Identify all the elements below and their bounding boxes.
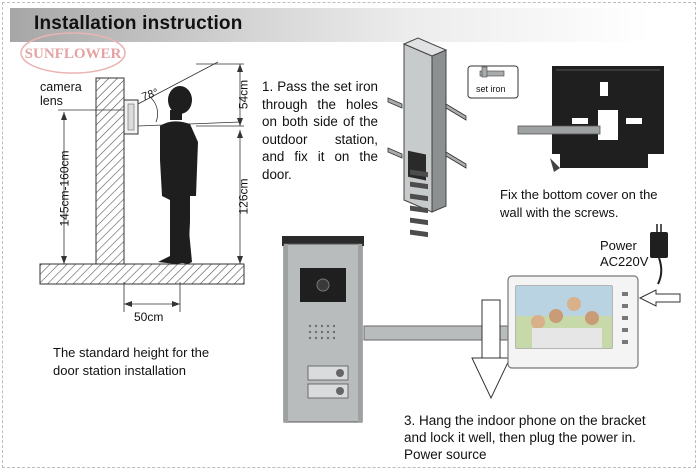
set-iron-tabs [387,97,467,169]
outdoor-panel-tall [402,37,448,238]
step1-text: 1. Pass the set iron through the holes o… [262,79,378,182]
camera-lens-label: camera lens [40,80,82,108]
power-source-arrow [471,299,511,400]
bottom-cover-caption: Fix the bottom cover on the wall with th… [500,187,658,220]
wall-strip [517,125,601,135]
camera-icon [316,278,330,292]
watermark-text: SUNFLOWER [25,46,122,62]
bottom-cover-bracket [552,66,664,168]
page-title: Installation instruction [34,13,243,34]
wall [95,77,125,265]
title-bar [10,8,650,42]
set-iron-label: set iron [476,84,506,94]
power-adapter [650,224,668,285]
indoor-monitor [507,275,639,369]
floor [39,263,245,285]
sunflower-watermark: SUNFLOWER [20,32,126,74]
power-label: Power AC220V [600,238,649,269]
standard-height-caption: The standard height for the door station… [53,345,210,378]
outdoor-station-front [282,236,364,423]
call-button-2 [307,383,349,399]
step3-text: 3. Hang the indoor phone on the bracket … [404,413,646,462]
person-silhouette [158,86,198,264]
call-button-1 [307,365,349,381]
distance-label: 50cm [134,310,164,324]
page-frame [2,2,696,468]
power-arrow [638,289,681,307]
